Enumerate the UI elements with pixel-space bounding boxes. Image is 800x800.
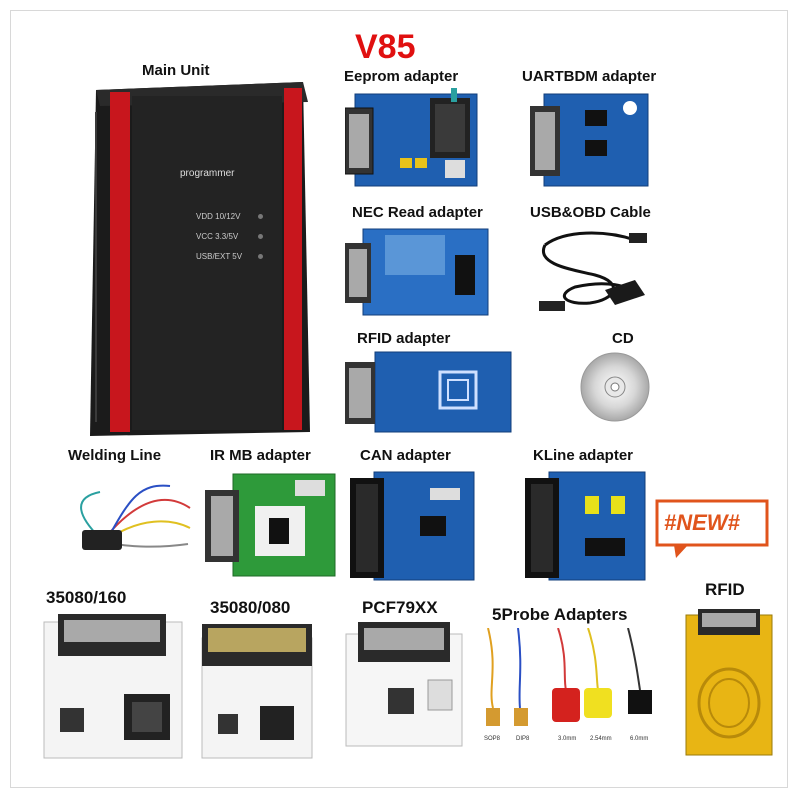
label-35080-160: 35080/160 — [46, 588, 127, 607]
new-badge: #NEW# — [654, 498, 770, 562]
led-indicator — [258, 234, 263, 239]
usb-obd-cable — [535, 225, 650, 320]
can-adapter-board — [350, 468, 475, 583]
label-pcf79xx: PCF79XX — [362, 598, 438, 617]
image-frame — [10, 10, 788, 788]
rfid-adapter-board — [345, 350, 515, 435]
kline-adapter-board — [525, 468, 647, 583]
rfid-board — [684, 605, 774, 757]
product-title: V85 — [355, 28, 416, 66]
label-main-unit: Main Unit — [142, 62, 210, 79]
five-probe-adapters: SOP8 DIP8 3.0mm 2.54mm 6.0mm — [478, 628, 678, 758]
probe-tag-dip8: DIP8 — [516, 736, 530, 742]
label-welding-line: Welding Line — [68, 447, 162, 464]
board-35080-160 — [38, 608, 186, 760]
label-nec-adapter: NEC Read adapter — [352, 204, 483, 221]
led-indicator — [258, 254, 263, 259]
label-ir-mb-adapter: IR MB adapter — [210, 447, 311, 464]
led-label-vdd: VDD 10/12V — [196, 212, 241, 221]
probe-tag-sop8: SOP8 — [484, 736, 501, 742]
board-35080-080 — [198, 618, 316, 760]
led-indicator — [258, 214, 263, 219]
label-rfid-adapter: RFID adapter — [357, 330, 451, 347]
board-pcf79xx — [342, 618, 466, 748]
label-uartbdm-adapter: UARTBDM adapter — [522, 68, 657, 85]
label-eeprom-adapter: Eeprom adapter — [344, 68, 459, 85]
probe-tag-3mm: 3.0mm — [558, 736, 577, 742]
led-label-usb: USB/EXT 5V — [196, 252, 243, 261]
new-badge-text: #NEW# — [664, 510, 740, 535]
ir-mb-adapter-board — [205, 470, 337, 580]
label-cd: CD — [612, 330, 634, 347]
probe-tag-6mm: 6.0mm — [630, 736, 649, 742]
probe-tag-254mm: 2.54mm — [590, 736, 612, 742]
label-can-adapter: CAN adapter — [360, 447, 451, 464]
welding-line-cable — [60, 478, 195, 560]
label-35080-080: 35080/080 — [210, 598, 291, 617]
cd-disc — [578, 350, 652, 424]
main-unit-name: programmer — [180, 168, 235, 179]
uartbdm-adapter-board — [530, 90, 650, 190]
main-unit-device: programmer VDD 10/12V VCC 3.3/5V USB/EXT… — [88, 82, 316, 440]
label-rfid: RFID — [705, 580, 745, 599]
led-label-vcc: VCC 3.3/5V — [196, 232, 239, 241]
eeprom-adapter-board — [345, 88, 480, 190]
label-kline-adapter: KLine adapter — [533, 447, 634, 464]
label-5probe-adapters: 5Probe Adapters — [492, 605, 628, 624]
label-usb-obd-cable: USB&OBD Cable — [530, 204, 651, 221]
nec-read-adapter-board — [345, 225, 490, 320]
